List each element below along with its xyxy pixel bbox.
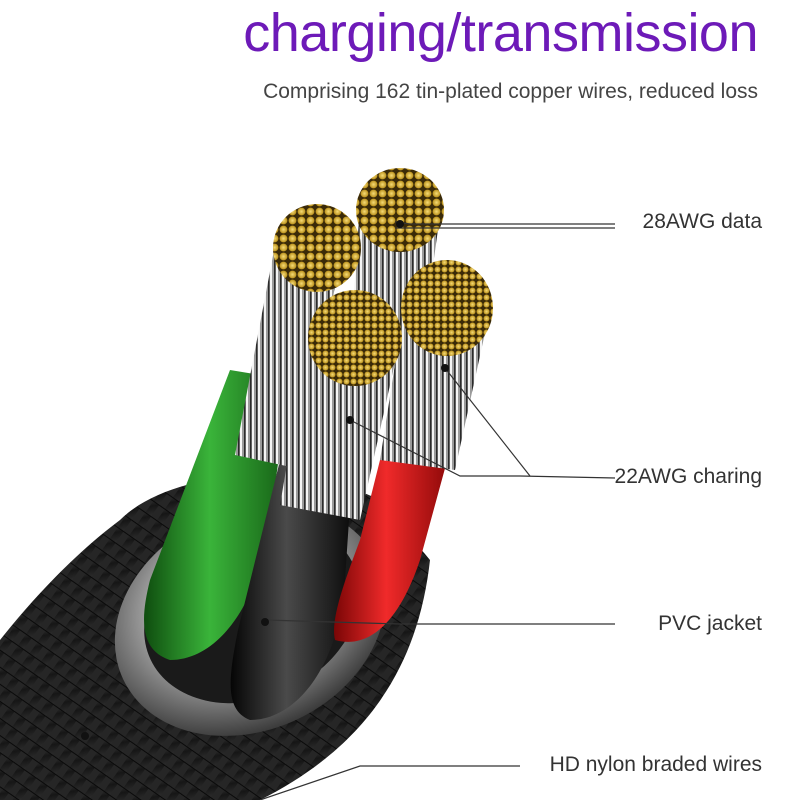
- callout-pvc-jacket: PVC jacket: [658, 612, 762, 635]
- callout-nylon-braid: HD nylon braded wires: [549, 753, 762, 776]
- callout-charge-wire: 22AWG charing: [614, 465, 762, 488]
- callout-data-wire: 28AWG data: [642, 210, 762, 233]
- leader-line-braid: [259, 765, 520, 800]
- copper-end-data-top: [356, 168, 444, 252]
- copper-end-charge-front: [308, 290, 402, 386]
- page-title: charging/transmission: [243, 3, 758, 63]
- leader-line-jacket: [264, 619, 615, 625]
- red-core: [334, 440, 450, 642]
- page-subtitle: Comprising 162 tin-plated copper wires, …: [263, 80, 758, 103]
- leader-line-charge: [349, 419, 616, 479]
- copper-end-data-left: [273, 204, 361, 292]
- copper-end-charge-right: [401, 260, 493, 356]
